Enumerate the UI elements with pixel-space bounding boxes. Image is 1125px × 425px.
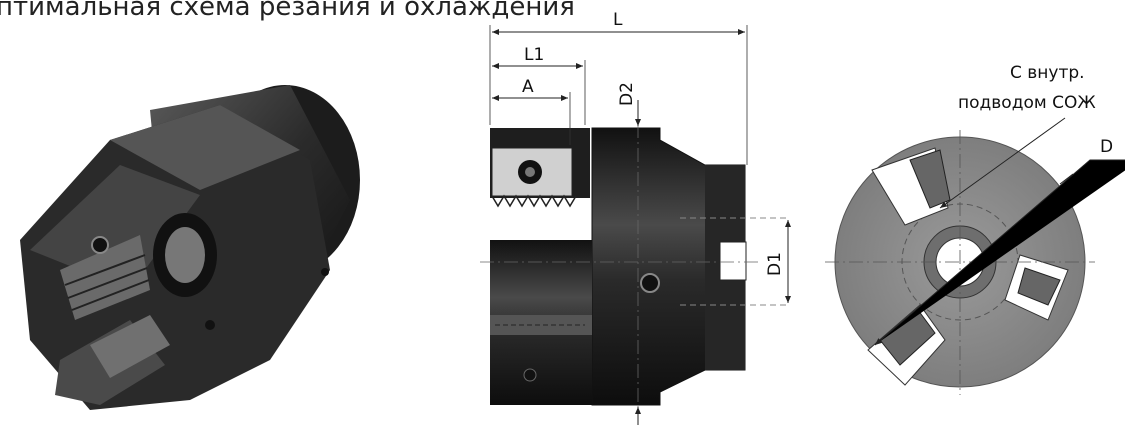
callout-coolant-line1: С внутр. <box>1010 63 1085 83</box>
side-view <box>480 25 791 425</box>
dim-label-A: A <box>522 77 534 97</box>
page-title: птимальная схема резания и охлаждения <box>0 0 575 22</box>
product-photo <box>20 85 360 410</box>
dim-label-L1: L1 <box>524 45 544 65</box>
dim-label-D: D <box>1100 137 1113 157</box>
dim-label-D1: D1 <box>765 252 785 276</box>
front-view <box>825 117 1125 395</box>
dim-label-D2: D2 <box>617 82 637 106</box>
callout-coolant-line2: подводом СОЖ <box>958 93 1096 113</box>
dim-label-L: L <box>613 10 623 30</box>
